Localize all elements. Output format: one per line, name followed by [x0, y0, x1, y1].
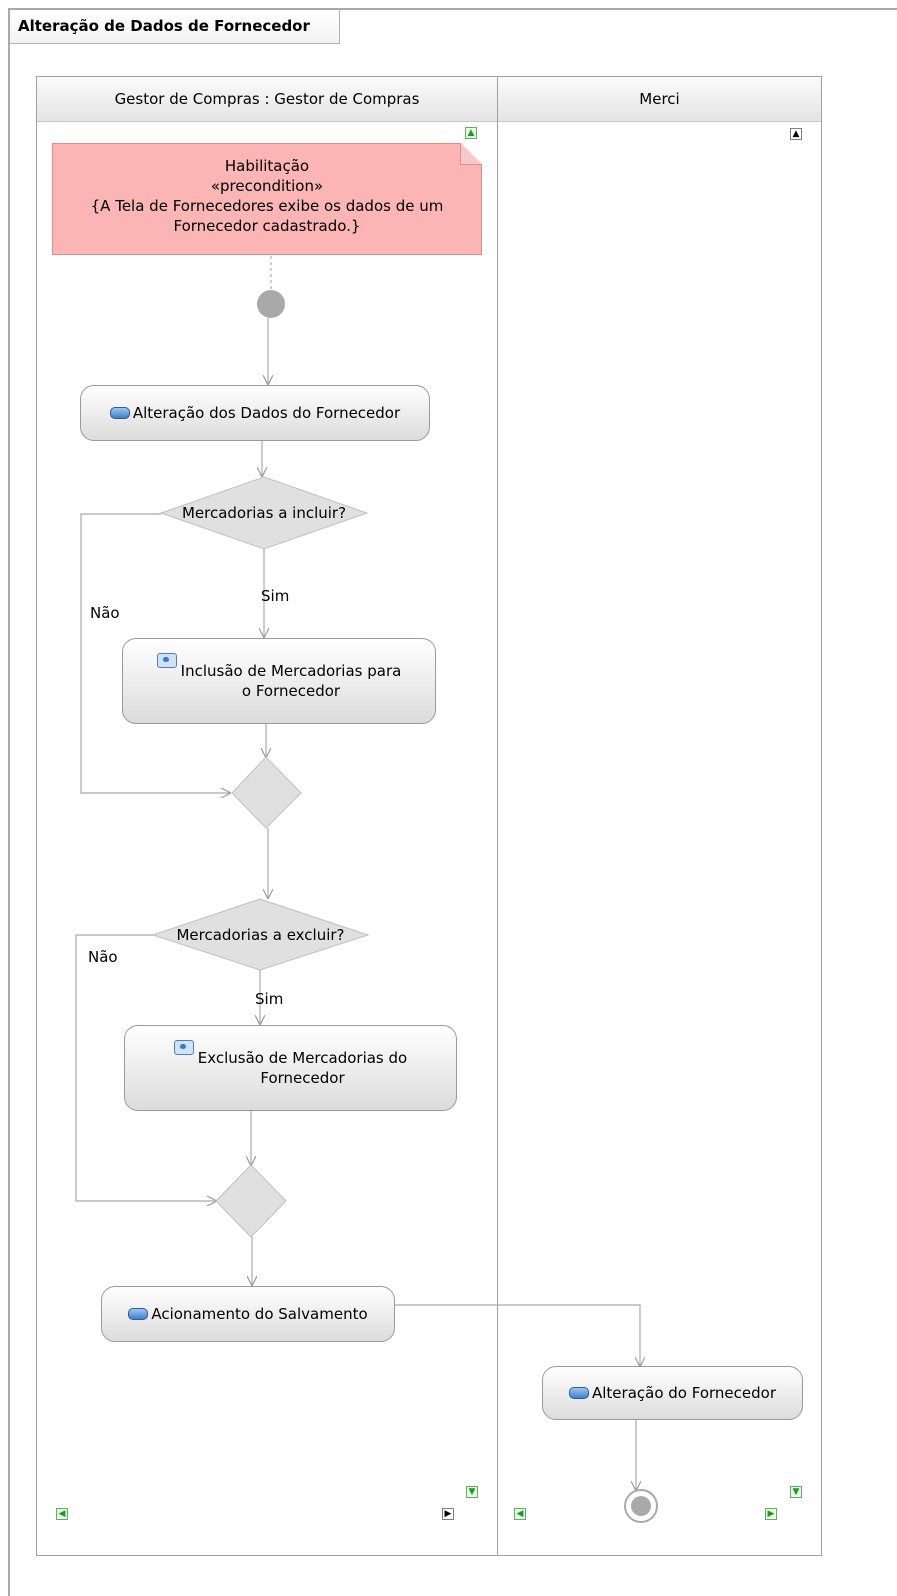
action-label: Alteração dos Dados do Fornecedor [132, 404, 401, 422]
subactivity-label-line2: o Fornecedor [241, 682, 341, 700]
action-acionamento-salvamento[interactable]: Acionamento do Salvamento [101, 1286, 395, 1342]
merge2-diamond [215, 1164, 287, 1238]
action-alteracao-dados[interactable]: Alteração dos Dados do Fornecedor [80, 385, 430, 441]
action-alteracao-fornecedor[interactable]: Alteração do Fornecedor [542, 1366, 803, 1420]
diagram-title-tab[interactable]: Alteração de Dados de Fornecedor [10, 10, 340, 44]
initial-node [257, 290, 285, 318]
subactivity-label-line2: Fornecedor [260, 1069, 345, 1087]
subactivity-label: Exclusão de Mercadorias do Fornecedor [198, 1048, 407, 1088]
action-icon [128, 1308, 149, 1320]
scroll-right-icon[interactable]: ▶ [442, 1508, 454, 1520]
guard-sim-1: Sim [261, 587, 290, 605]
scroll-left-icon[interactable]: ◀ [514, 1508, 526, 1520]
action-label: Acionamento do Salvamento [151, 1305, 368, 1323]
call-behavior-icon [156, 653, 177, 668]
final-node-inner [631, 1496, 651, 1516]
collapse-up-icon[interactable]: ▲ [465, 127, 477, 139]
edge-decision2-nao [75, 934, 216, 1201]
subactivity-exclusao-mercadorias[interactable]: Exclusão de Mercadorias do Fornecedor [124, 1025, 457, 1111]
collapse-up-icon[interactable]: ▲ [790, 128, 802, 140]
swimlane-merci: Merci [497, 76, 822, 1556]
subactivity-label-line1: Exclusão de Mercadorias do [197, 1049, 408, 1067]
guard-nao-2: Não [88, 948, 118, 966]
expand-down-icon[interactable]: ▼ [466, 1486, 478, 1498]
call-behavior-icon [173, 1040, 194, 1055]
diagram-title: Alteração de Dados de Fornecedor [18, 17, 310, 35]
note-fold-corner [460, 143, 482, 165]
edge-decision1-nao [80, 513, 230, 793]
note-text-line1: {A Tela de Fornecedores exibe os dados d… [90, 197, 444, 215]
subactivity-label: Inclusão de Mercadorias para o Fornecedo… [181, 661, 402, 701]
edge-acionamento-to-alteracao-fornecedor [395, 1304, 640, 1366]
merge1-diamond [231, 756, 302, 829]
expand-down-icon[interactable]: ▼ [790, 1486, 802, 1498]
note-title: Habilitação [224, 157, 310, 175]
swimlane-label-gestor: Gestor de Compras : Gestor de Compras [114, 90, 420, 108]
subactivity-inclusao-mercadorias[interactable]: Inclusão de Mercadorias para o Fornecedo… [122, 638, 436, 724]
decision2-label: Mercadorias a excluir? [176, 926, 345, 944]
decision1-label: Mercadorias a incluir? [181, 504, 347, 522]
precondition-note[interactable]: Habilitação «precondition» {A Tela de Fo… [52, 143, 482, 255]
swimlane-label-merci: Merci [639, 90, 680, 108]
action-icon [109, 407, 130, 419]
guard-nao-1: Não [90, 604, 120, 622]
scroll-left-icon[interactable]: ◀ [56, 1508, 68, 1520]
action-icon [569, 1387, 589, 1399]
scroll-right-icon[interactable]: ▶ [765, 1508, 777, 1520]
note-stereotype: «precondition» [210, 177, 324, 195]
note-text-line2: Fornecedor cadastrado.} [173, 217, 361, 235]
swimlane-header-gestor[interactable]: Gestor de Compras : Gestor de Compras [37, 77, 497, 122]
guard-sim-2: Sim [255, 990, 284, 1008]
swimlane-header-merci[interactable]: Merci [498, 77, 821, 122]
subactivity-label-line1: Inclusão de Mercadorias para [180, 662, 402, 680]
action-label: Alteração do Fornecedor [592, 1384, 776, 1402]
